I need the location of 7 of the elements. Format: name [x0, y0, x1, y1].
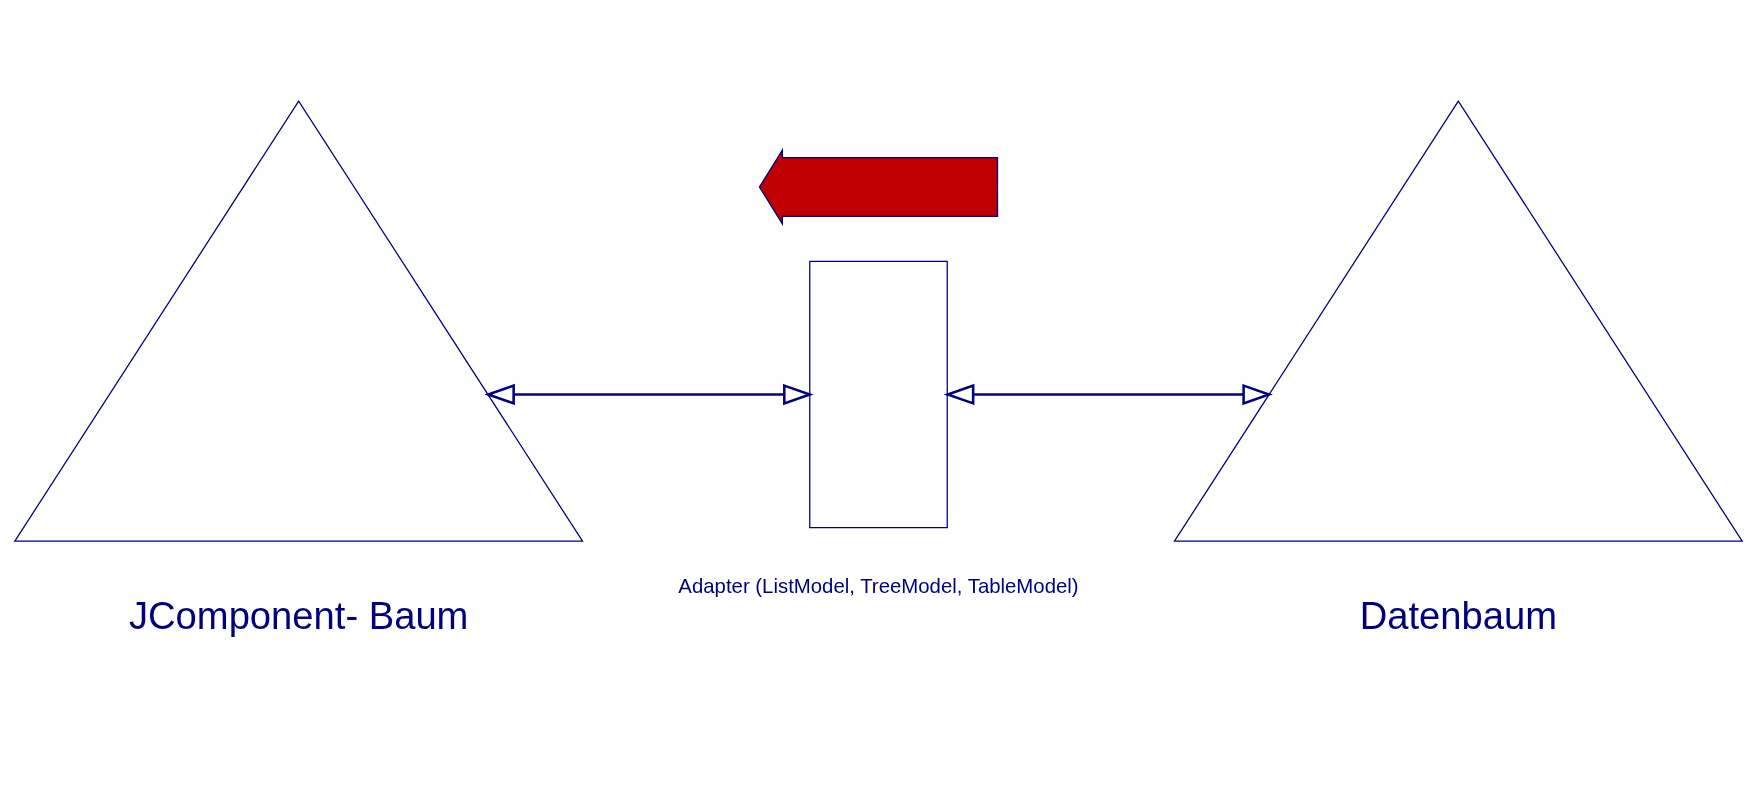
node-label: JComponent- Baum: [128, 593, 468, 637]
node-arrow: [758, 147, 998, 226]
arrow: [483, 383, 814, 405]
node-label: Adapter (ListModel, TreeModel, TableModel): [677, 574, 1079, 597]
arrow: [943, 383, 1273, 405]
node-label: Datenbaum: [1359, 593, 1557, 637]
node-box: [808, 260, 948, 528]
